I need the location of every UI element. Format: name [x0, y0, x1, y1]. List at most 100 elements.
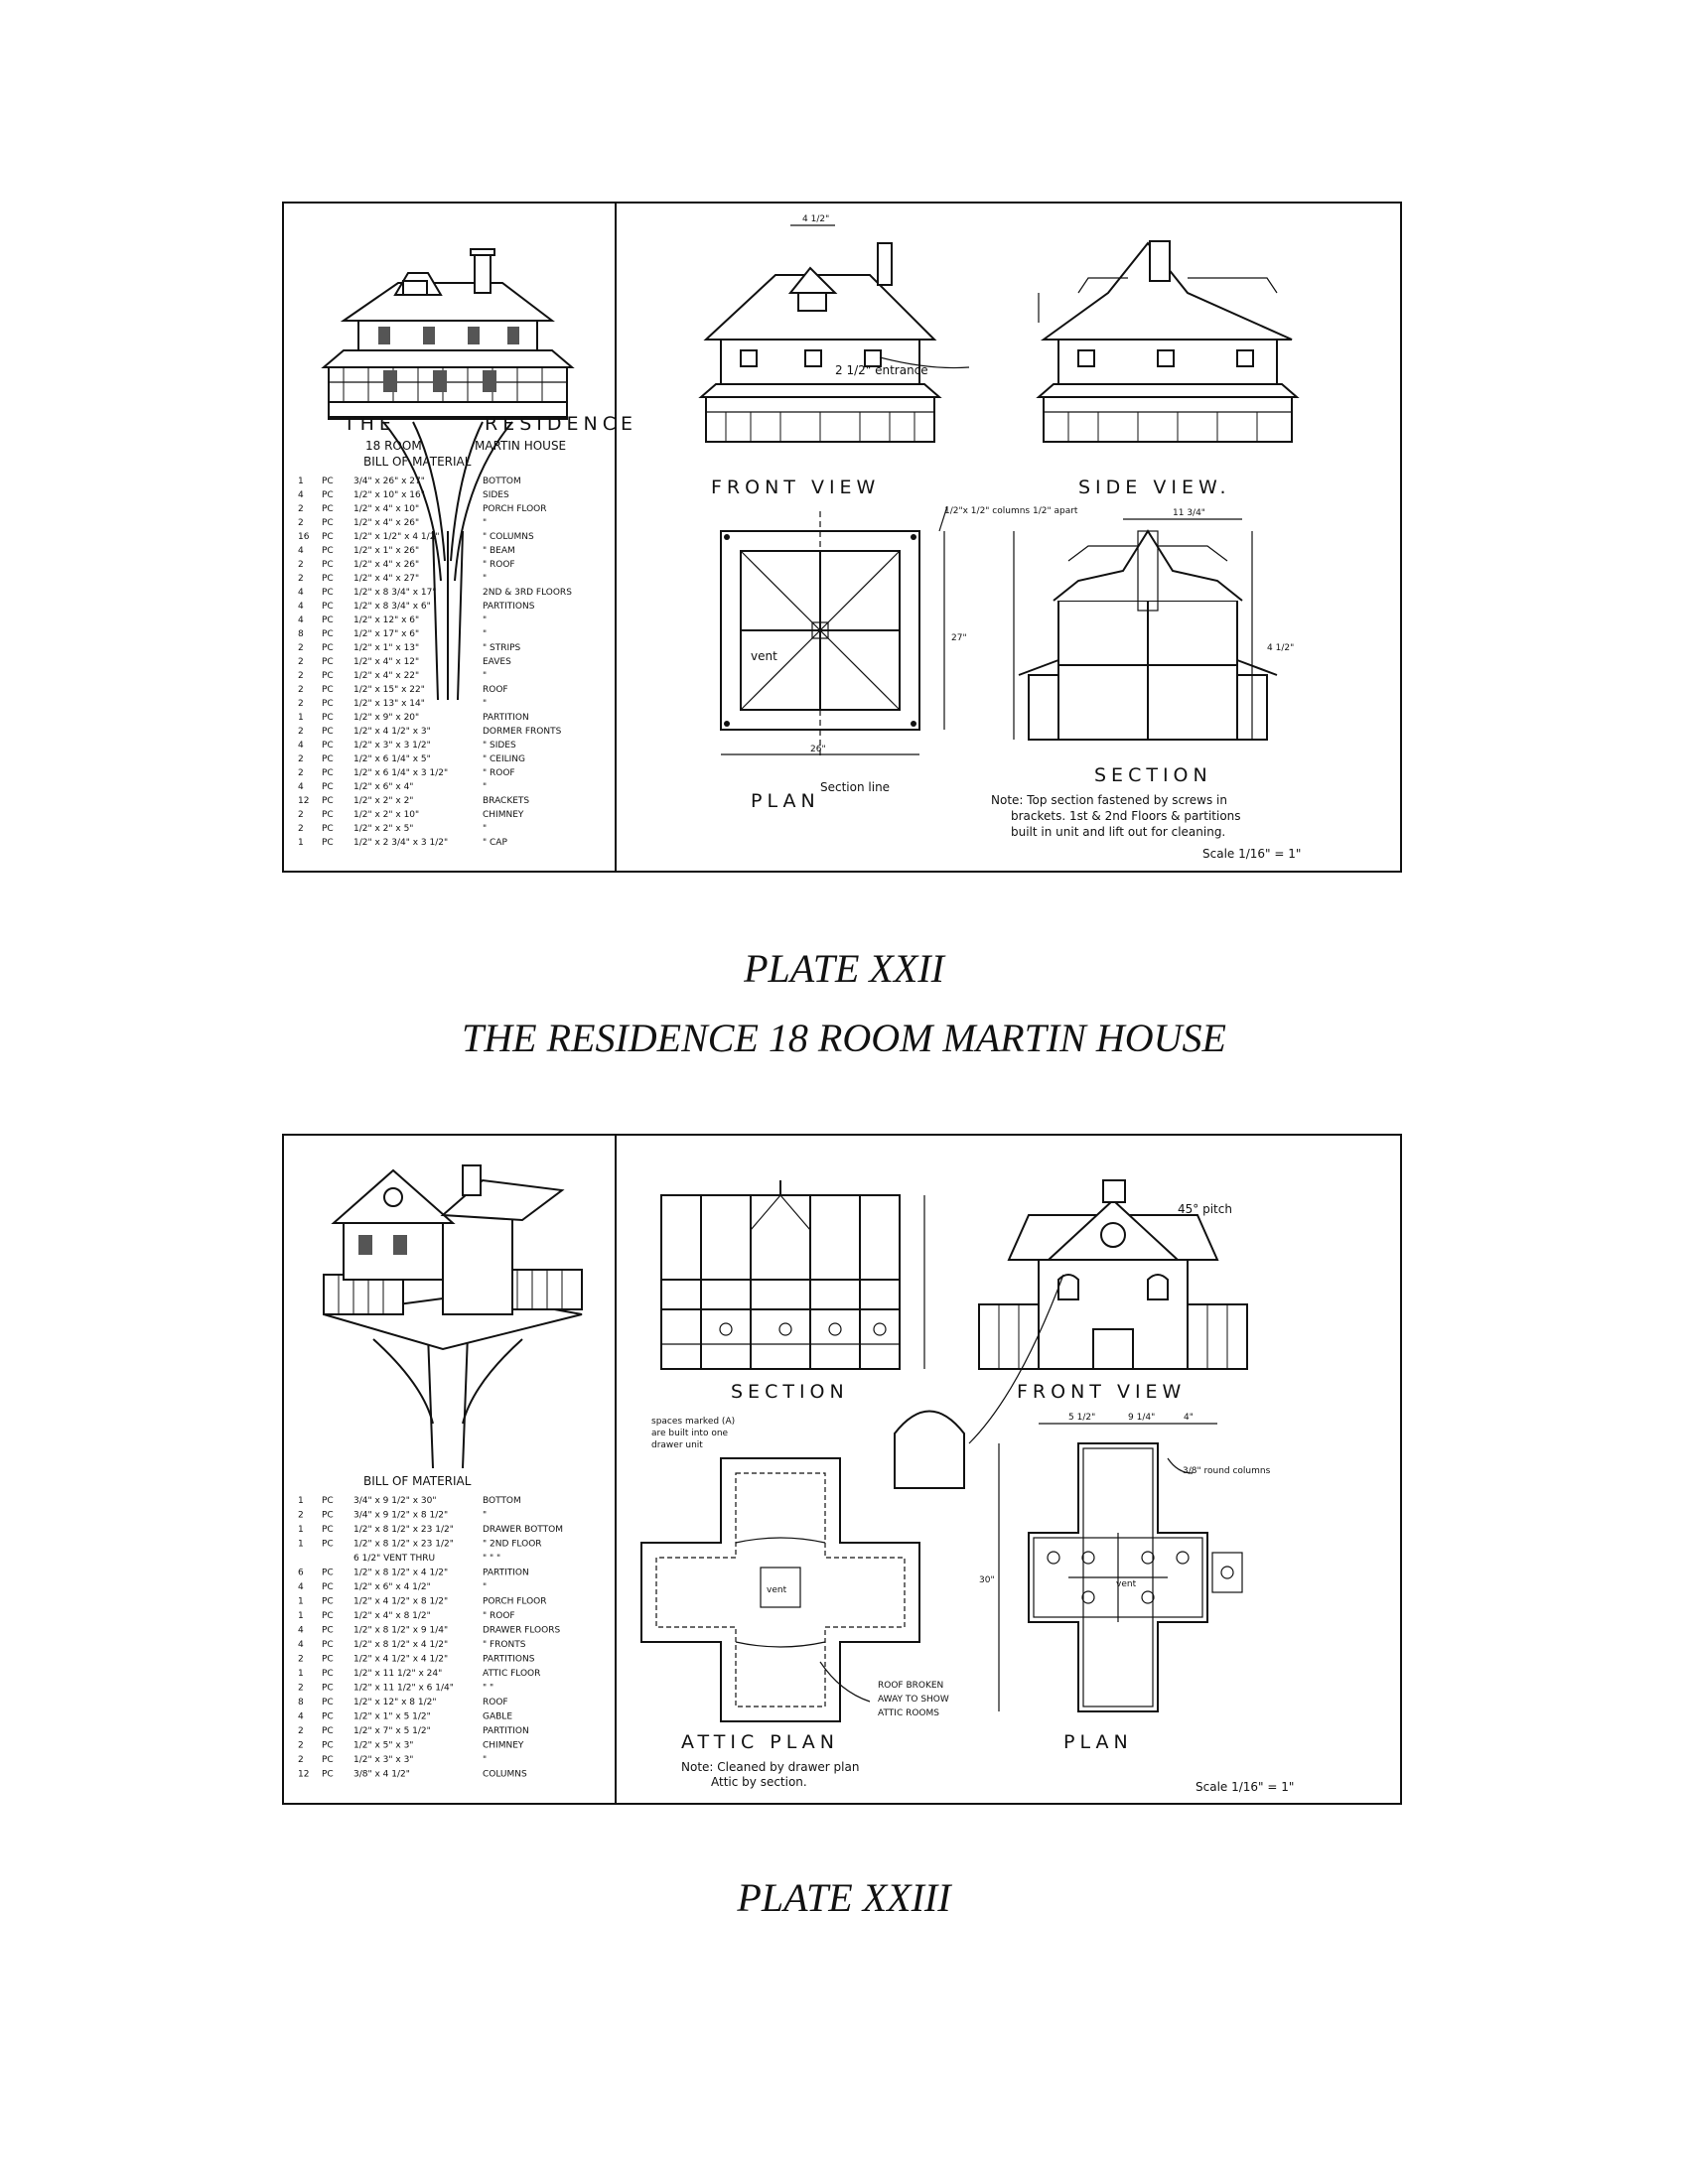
bom1-row-8-col-0: 4	[298, 588, 304, 598]
bom2-row-11-col-3: PARTITIONS	[483, 1655, 535, 1665]
bom2-row-14-col-3: ROOF	[483, 1698, 508, 1707]
section-label-2: SECTION	[731, 1381, 849, 1403]
spaces-marked-label: spaces marked (A)	[651, 1417, 735, 1427]
bom1-row-15-col-3: ROOF	[483, 685, 508, 695]
bom2-row-16-col-0: 2	[298, 1726, 304, 1736]
bom2-row-19-col-1: PC	[322, 1770, 334, 1780]
bom1-row-23-col-0: 12	[298, 796, 309, 806]
bom2-row-18-col-2: 1/2" x 3" x 3"	[353, 1755, 413, 1765]
bom1-row-2-col-3: PORCH FLOOR	[483, 504, 547, 514]
bom2-row-12-col-1: PC	[322, 1669, 334, 1679]
bom1-row-18-col-3: DORMER FRONTS	[483, 727, 562, 737]
bom1-row-14-col-1: PC	[322, 671, 334, 681]
bom2-row-3-col-2: 1/2" x 8 1/2" x 23 1/2"	[353, 1540, 454, 1550]
bom1-row-17-col-3: PARTITION	[483, 713, 529, 723]
bom1-row-17-col-1: PC	[322, 713, 334, 723]
bom1-row-11-col-3: "	[483, 629, 487, 639]
bom1-row-0-col-0: 1	[298, 477, 304, 486]
bom2-row-6-col-1: PC	[322, 1582, 334, 1592]
bom2-row-15-col-0: 4	[298, 1712, 304, 1722]
bom2-row-13-col-1: PC	[322, 1684, 334, 1694]
bom2-row-17-col-1: PC	[322, 1741, 334, 1751]
bom1-row-3-col-3: "	[483, 518, 487, 528]
bom1-row-12-col-2: 1/2" x 1" x 13"	[353, 643, 419, 653]
bom1-row-1-col-0: 4	[298, 490, 304, 500]
front-view-label-2: FRONT VIEW	[1017, 1381, 1186, 1403]
plate2-note-line1: Note: Cleaned by drawer plan	[681, 1760, 859, 1774]
bom1-row-21-col-3: " ROOF	[483, 768, 515, 778]
bom1-row-4-col-1: PC	[322, 532, 334, 542]
plan-label: PLAN	[751, 790, 820, 812]
bom1-row-17-col-2: 1/2" x 9" x 20"	[353, 713, 419, 723]
bom2-row-11-col-1: PC	[322, 1655, 334, 1665]
bom2-row-19-col-2: 3/8" x 4 1/2"	[353, 1770, 410, 1780]
bom1-row-10-col-0: 4	[298, 615, 304, 625]
front-view-drawing: 4 1/2"	[698, 214, 970, 443]
bom1-row-17-col-0: 1	[298, 713, 304, 723]
pitch-label: 45° pitch	[1178, 1202, 1232, 1216]
bom-heading: BILL OF MATERIAL	[363, 455, 472, 469]
section-dim-45: 4 1/2"	[1267, 643, 1294, 653]
bom1-row-2-col-0: 2	[298, 504, 304, 514]
bom1-row-0-col-1: PC	[322, 477, 334, 486]
bom1-row-26-col-2: 1/2" x 2 3/4" x 3 1/2"	[353, 838, 448, 848]
bom2-row-7-col-1: PC	[322, 1597, 334, 1607]
bom1-row-7-col-2: 1/2" x 4" x 27"	[353, 574, 419, 584]
bom1-row-21-col-2: 1/2" x 6 1/4" x 3 1/2"	[353, 768, 448, 778]
bom1-row-5-col-0: 4	[298, 546, 304, 556]
plan-dim-26: 26"	[810, 745, 826, 754]
bom1-row-10-col-2: 1/2" x 12" x 6"	[353, 615, 419, 625]
plan2-vent-label: vent	[1116, 1579, 1137, 1589]
plan2-dim-30: 30"	[979, 1575, 995, 1585]
martin-house-illustration	[323, 1164, 583, 1469]
bom1-row-16-col-0: 2	[298, 699, 304, 709]
bom2-row-14-col-0: 8	[298, 1698, 304, 1707]
plan-label-2: PLAN	[1063, 1731, 1133, 1753]
bom2-row-7-col-2: 1/2" x 4 1/2" x 8 1/2"	[353, 1597, 448, 1607]
bom2-row-13-col-2: 1/2" x 11 1/2" x 6 1/4"	[353, 1684, 454, 1694]
residence-title-the: THE	[343, 413, 396, 435]
bom2-row-8-col-3: " ROOF	[483, 1611, 515, 1621]
built-into-label: are built into one	[651, 1429, 729, 1438]
section-label: SECTION	[1094, 764, 1212, 786]
residence-illustration	[321, 248, 575, 701]
bom2-row-19-col-0: 12	[298, 1770, 309, 1780]
bom1-row-5-col-1: PC	[322, 546, 334, 556]
plan-drawing-2	[998, 1423, 1243, 1712]
bom2-row-4-col-2: 6 1/2" VENT THRU	[353, 1554, 435, 1564]
bom1-row-0-col-3: BOTTOM	[483, 477, 521, 486]
arch-detail	[894, 1410, 965, 1489]
bom2-row-8-col-2: 1/2" x 4" x 8 1/2"	[353, 1611, 431, 1621]
bom1-row-7-col-0: 2	[298, 574, 304, 584]
bom1-row-8-col-1: PC	[322, 588, 334, 598]
bom1-row-19-col-0: 4	[298, 741, 304, 751]
bom2-row-6-col-0: 4	[298, 1582, 304, 1592]
residence-title-residence: RESIDENCE	[485, 413, 637, 435]
bom2-row-11-col-2: 1/2" x 4 1/2" x 4 1/2"	[353, 1655, 448, 1665]
plate1-scale: Scale 1/16" = 1"	[1202, 847, 1301, 861]
bom1-row-24-col-3: CHIMNEY	[483, 810, 524, 820]
bom1-row-20-col-2: 1/2" x 6 1/4" x 5"	[353, 754, 431, 764]
bom1-row-3-col-0: 2	[298, 518, 304, 528]
bom1-row-16-col-3: "	[483, 699, 487, 709]
bom2-row-12-col-3: ATTIC FLOOR	[483, 1669, 540, 1679]
bom2-row-10-col-3: " FRONTS	[483, 1640, 526, 1650]
bom1-row-12-col-3: " STRIPS	[483, 643, 521, 653]
bom1-row-22-col-2: 1/2" x 6" x 4"	[353, 782, 413, 792]
bom1-row-4-col-3: " COLUMNS	[483, 532, 534, 542]
bom1-row-26-col-3: " CAP	[483, 838, 507, 848]
bom1-row-22-col-0: 4	[298, 782, 304, 792]
bom2-row-12-col-0: 1	[298, 1669, 304, 1679]
bom1-row-21-col-0: 2	[298, 768, 304, 778]
bom1-row-15-col-2: 1/2" x 15" x 22"	[353, 685, 425, 695]
bom1-row-6-col-2: 1/2" x 4" x 26"	[353, 560, 419, 570]
roof-broken-1: ROOF BROKEN	[878, 1681, 943, 1691]
bom2-row-9-col-2: 1/2" x 8 1/2" x 9 1/4"	[353, 1626, 448, 1636]
bom1-row-5-col-2: 1/2" x 1" x 26"	[353, 546, 419, 556]
plate2-scale: Scale 1/16" = 1"	[1196, 1780, 1294, 1794]
roof-broken-2: AWAY TO SHOW	[878, 1695, 949, 1705]
bom2-row-9-col-3: DRAWER FLOORS	[483, 1626, 560, 1636]
bom2-row-18-col-0: 2	[298, 1755, 304, 1765]
